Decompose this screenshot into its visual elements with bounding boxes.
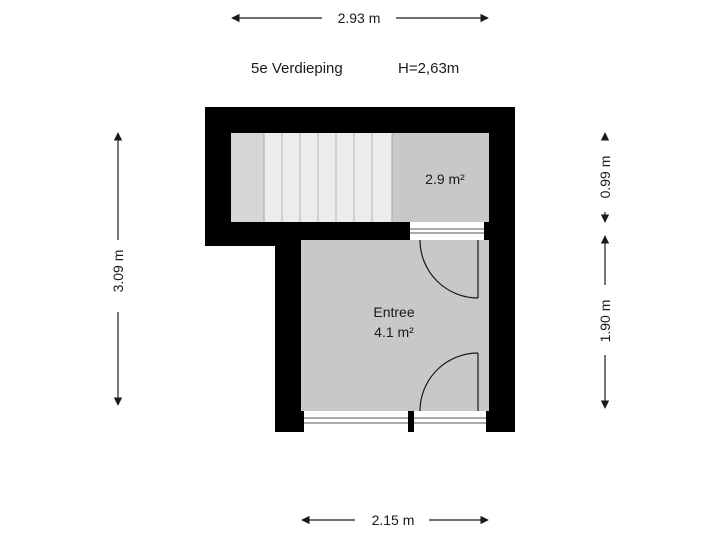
door-swing-upper — [419, 239, 479, 299]
bottom-openings — [301, 411, 489, 432]
ceiling-height: H=2,63m — [398, 60, 459, 77]
dimension-right-lower: 1.90 m — [597, 235, 613, 409]
dimension-left: 3.09 m — [110, 132, 126, 406]
staircase — [231, 133, 393, 222]
dimension-top: 2.93 m — [231, 10, 489, 26]
room-name-entree: Entree — [373, 304, 414, 320]
dimension-right-upper: 0.99 m — [597, 132, 613, 223]
floor-name: 5e Verdieping — [251, 60, 343, 77]
dimension-right-lower-label: 1.90 m — [597, 300, 613, 343]
dimension-left-label: 3.09 m — [110, 250, 126, 293]
dimension-right-upper-label: 0.99 m — [597, 156, 613, 199]
interior-door-frame — [405, 222, 489, 240]
room-area-entree: 4.1 m² — [374, 324, 414, 340]
dimension-bottom: 2.15 m — [301, 512, 489, 528]
dimension-bottom-label: 2.15 m — [372, 512, 415, 528]
room-entree — [301, 240, 489, 411]
room-area-upper: 2.9 m² — [425, 171, 465, 187]
door-swing-lower — [419, 352, 479, 412]
dimension-top-label: 2.93 m — [338, 10, 381, 26]
